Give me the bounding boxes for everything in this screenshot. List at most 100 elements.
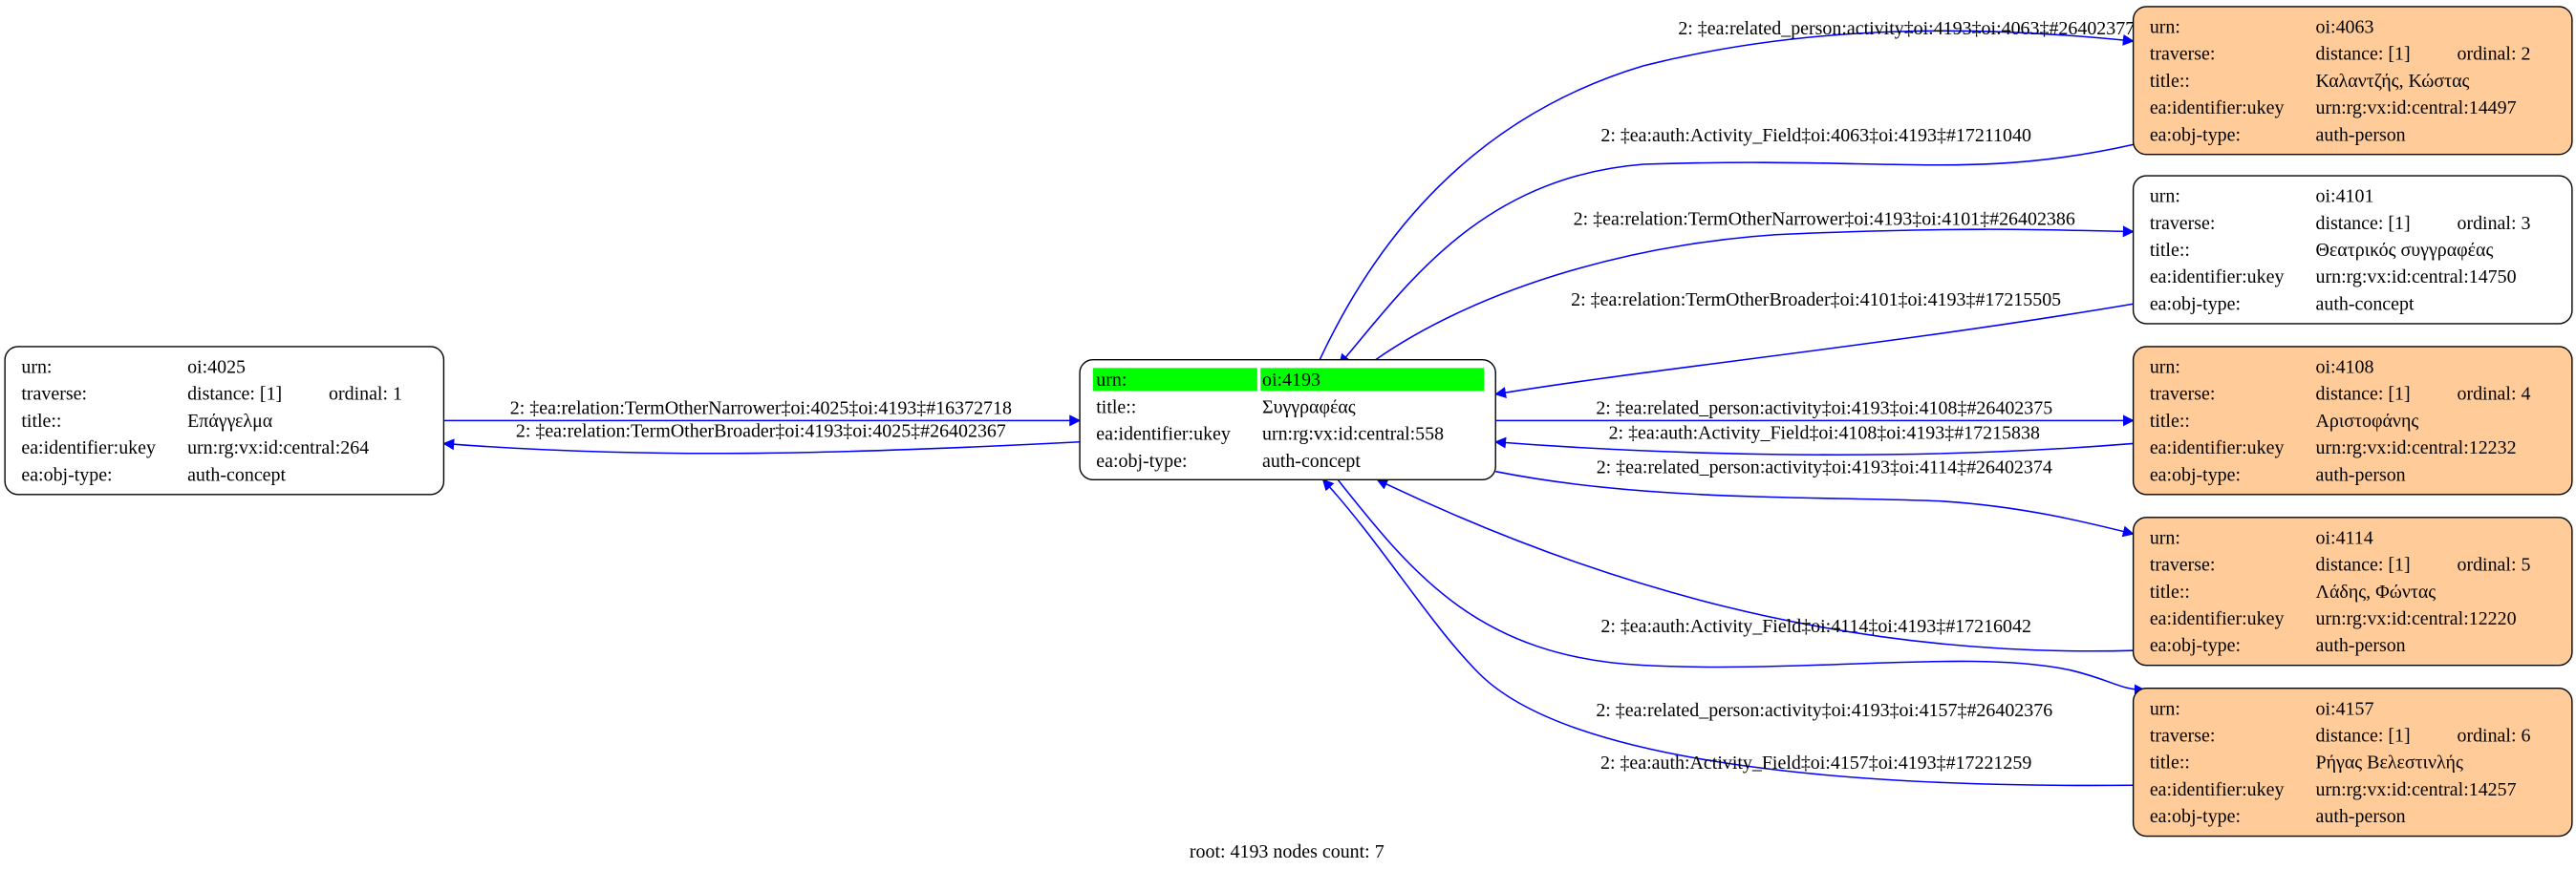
edge-4025-to-4193: 2: ‡ea:relation:TermOtherNarrower‡oi:402…	[443, 397, 1082, 427]
edge-label: 2: ‡ea:relation:TermOtherBroader‡oi:4193…	[516, 421, 1006, 442]
edge-4193-to-4114: 2: ‡ea:related_person:activity‡oi:4193‡o…	[1495, 456, 2135, 538]
edge-4114-to-4193: 2: ‡ea:auth:Activity_Field‡oi:4114‡oi:41…	[1376, 478, 2134, 652]
node-box	[2132, 6, 2573, 156]
field-value: urn:rg:vx:id:central:14750	[2316, 266, 2517, 287]
edge-label: 2: ‡ea:related_person:activity‡oi:4193‡o…	[1596, 397, 2052, 418]
field-value: oi:4157	[2316, 698, 2374, 719]
node-box	[2132, 517, 2573, 667]
field-label: urn:	[1096, 370, 1127, 391]
node-4157[interactable]: urn: oi:4157 traverse: distance: [1] ordinal…	[2132, 688, 2573, 838]
field-value: oi:4108	[2316, 356, 2374, 377]
field-value: oi:4101	[2316, 186, 2374, 207]
edge-label: 2: ‡ea:related_person:activity‡oi:4193‡o…	[1596, 700, 2052, 721]
field-value: distance: [1]	[2316, 44, 2411, 65]
field-label: title::	[2150, 240, 2190, 261]
field-value: auth-concept	[1262, 451, 1361, 472]
field-value: urn:rg:vx:id:central:12220	[2316, 608, 2517, 629]
field-value: Θεατρικός συγγραφέας	[2316, 240, 2494, 261]
edge-line	[1337, 478, 2146, 696]
field-label: ea:identifier:ukey	[2150, 266, 2285, 287]
field-value: ordinal: 3	[2457, 213, 2530, 234]
field-label: ea:identifier:ukey	[1096, 424, 1231, 445]
edge-label: 2: ‡ea:relation:TermOtherNarrower‡oi:419…	[1574, 209, 2075, 230]
node-box	[2132, 346, 2573, 496]
edge-line	[1321, 478, 2134, 787]
edge-line	[1494, 436, 2134, 456]
field-value: urn:rg:vx:id:central:264	[187, 437, 369, 458]
field-label: urn:	[2150, 16, 2180, 37]
edge-4193-to-4157: 2: ‡ea:related_person:activity‡oi:4193‡o…	[1337, 478, 2146, 721]
field-value: oi:4193	[1262, 370, 1320, 391]
field-value: urn:rg:vx:id:central:558	[1262, 424, 1444, 445]
edge-label: 2: ‡ea:relation:TermOtherBroader‡oi:4101…	[1571, 289, 2061, 310]
field-label: urn:	[2150, 527, 2180, 548]
field-value: oi:4063	[2316, 16, 2374, 37]
field-value: ordinal: 4	[2457, 384, 2530, 405]
field-label: ea:obj-type:	[2150, 293, 2241, 314]
edge-4193-to-4025: 2: ‡ea:relation:TermOtherBroader‡oi:4193…	[442, 421, 1081, 455]
field-label: traverse:	[21, 384, 87, 405]
field-value: urn:rg:vx:id:central:14497	[2316, 97, 2517, 118]
edge-4157-to-4193: 2: ‡ea:auth:Activity_Field‡oi:4157‡oi:41…	[1321, 478, 2134, 787]
field-label: traverse:	[2150, 384, 2216, 405]
field-value: distance: [1]	[187, 384, 282, 405]
field-value: distance: [1]	[2316, 213, 2411, 234]
field-value: auth-concept	[187, 464, 286, 485]
field-label: title::	[2150, 582, 2190, 603]
field-label: ea:obj-type:	[2150, 806, 2241, 827]
field-value: auth-concept	[2316, 293, 2415, 314]
edge-label: 2: ‡ea:auth:Activity_Field‡oi:4157‡oi:41…	[1600, 753, 2031, 774]
field-value: urn:rg:vx:id:central:12232	[2316, 437, 2517, 458]
field-label: ea:identifier:ukey	[2150, 97, 2285, 118]
field-label: urn:	[21, 356, 52, 377]
field-label: title::	[2150, 411, 2190, 432]
field-value: ordinal: 5	[2457, 555, 2530, 576]
field-label: traverse:	[2150, 555, 2216, 576]
root-highlight	[1260, 368, 1485, 392]
field-label: ea:obj-type:	[2150, 464, 2241, 485]
field-label: ea:obj-type:	[21, 464, 112, 485]
edge-4063-to-4193: 2: ‡ea:auth:Activity_Field‡oi:4063‡oi:41…	[1339, 125, 2134, 366]
field-label: ea:obj-type:	[1096, 451, 1187, 472]
field-value: urn:rg:vx:id:central:14257	[2316, 779, 2517, 800]
field-label: traverse:	[2150, 725, 2216, 746]
field-label: urn:	[2150, 698, 2180, 719]
field-value: Αριστοφάνης	[2316, 411, 2419, 432]
field-label: title::	[2150, 71, 2190, 92]
field-value: auth-person	[2316, 806, 2406, 827]
field-label: ea:identifier:ukey	[2150, 608, 2285, 629]
field-label: title::	[2150, 753, 2190, 774]
edge-line	[442, 438, 1081, 455]
node-box	[4, 346, 445, 496]
field-label: title::	[1096, 396, 1136, 417]
field-value: ordinal: 6	[2457, 725, 2530, 746]
edge-4193-to-4063: 2: ‡ea:related_person:activity‡oi:4193‡o…	[1319, 18, 2135, 361]
field-label: ea:obj-type:	[2150, 124, 2241, 145]
field-value: auth-person	[2316, 464, 2406, 485]
edge-line	[1495, 470, 2135, 538]
field-value: Λάδης, Φώντας	[2316, 582, 2436, 603]
edge-label: 2: ‡ea:auth:Activity_Field‡oi:4063‡oi:41…	[1600, 125, 2031, 146]
edge-line	[1319, 30, 2135, 361]
node-4193[interactable]: urn: oi:4193title::Συγγραφέαςea:identifie…	[1079, 359, 1496, 480]
field-label: ea:obj-type:	[2150, 635, 2241, 656]
field-value: Συγγραφέας	[1262, 396, 1356, 417]
edge-label: 2: ‡ea:auth:Activity_Field‡oi:4108‡oi:41…	[1609, 422, 2040, 443]
field-value: distance: [1]	[2316, 725, 2411, 746]
edge-line	[1339, 143, 2134, 366]
field-value: Ρήγας Βελεστινλής	[2316, 753, 2463, 774]
field-value: auth-person	[2316, 635, 2406, 656]
edge-4193-to-4101: 2: ‡ea:relation:TermOtherNarrower‡oi:419…	[1375, 209, 2135, 361]
field-value: oi:4025	[187, 356, 246, 377]
edge-label: 2: ‡ea:related_person:activity‡oi:4193‡o…	[1597, 456, 2052, 477]
node-box	[2132, 175, 2573, 325]
field-value: oi:4114	[2316, 527, 2373, 548]
field-value: auth-person	[2316, 124, 2406, 145]
edge-line	[1375, 225, 2135, 361]
node-box	[2132, 688, 2573, 838]
